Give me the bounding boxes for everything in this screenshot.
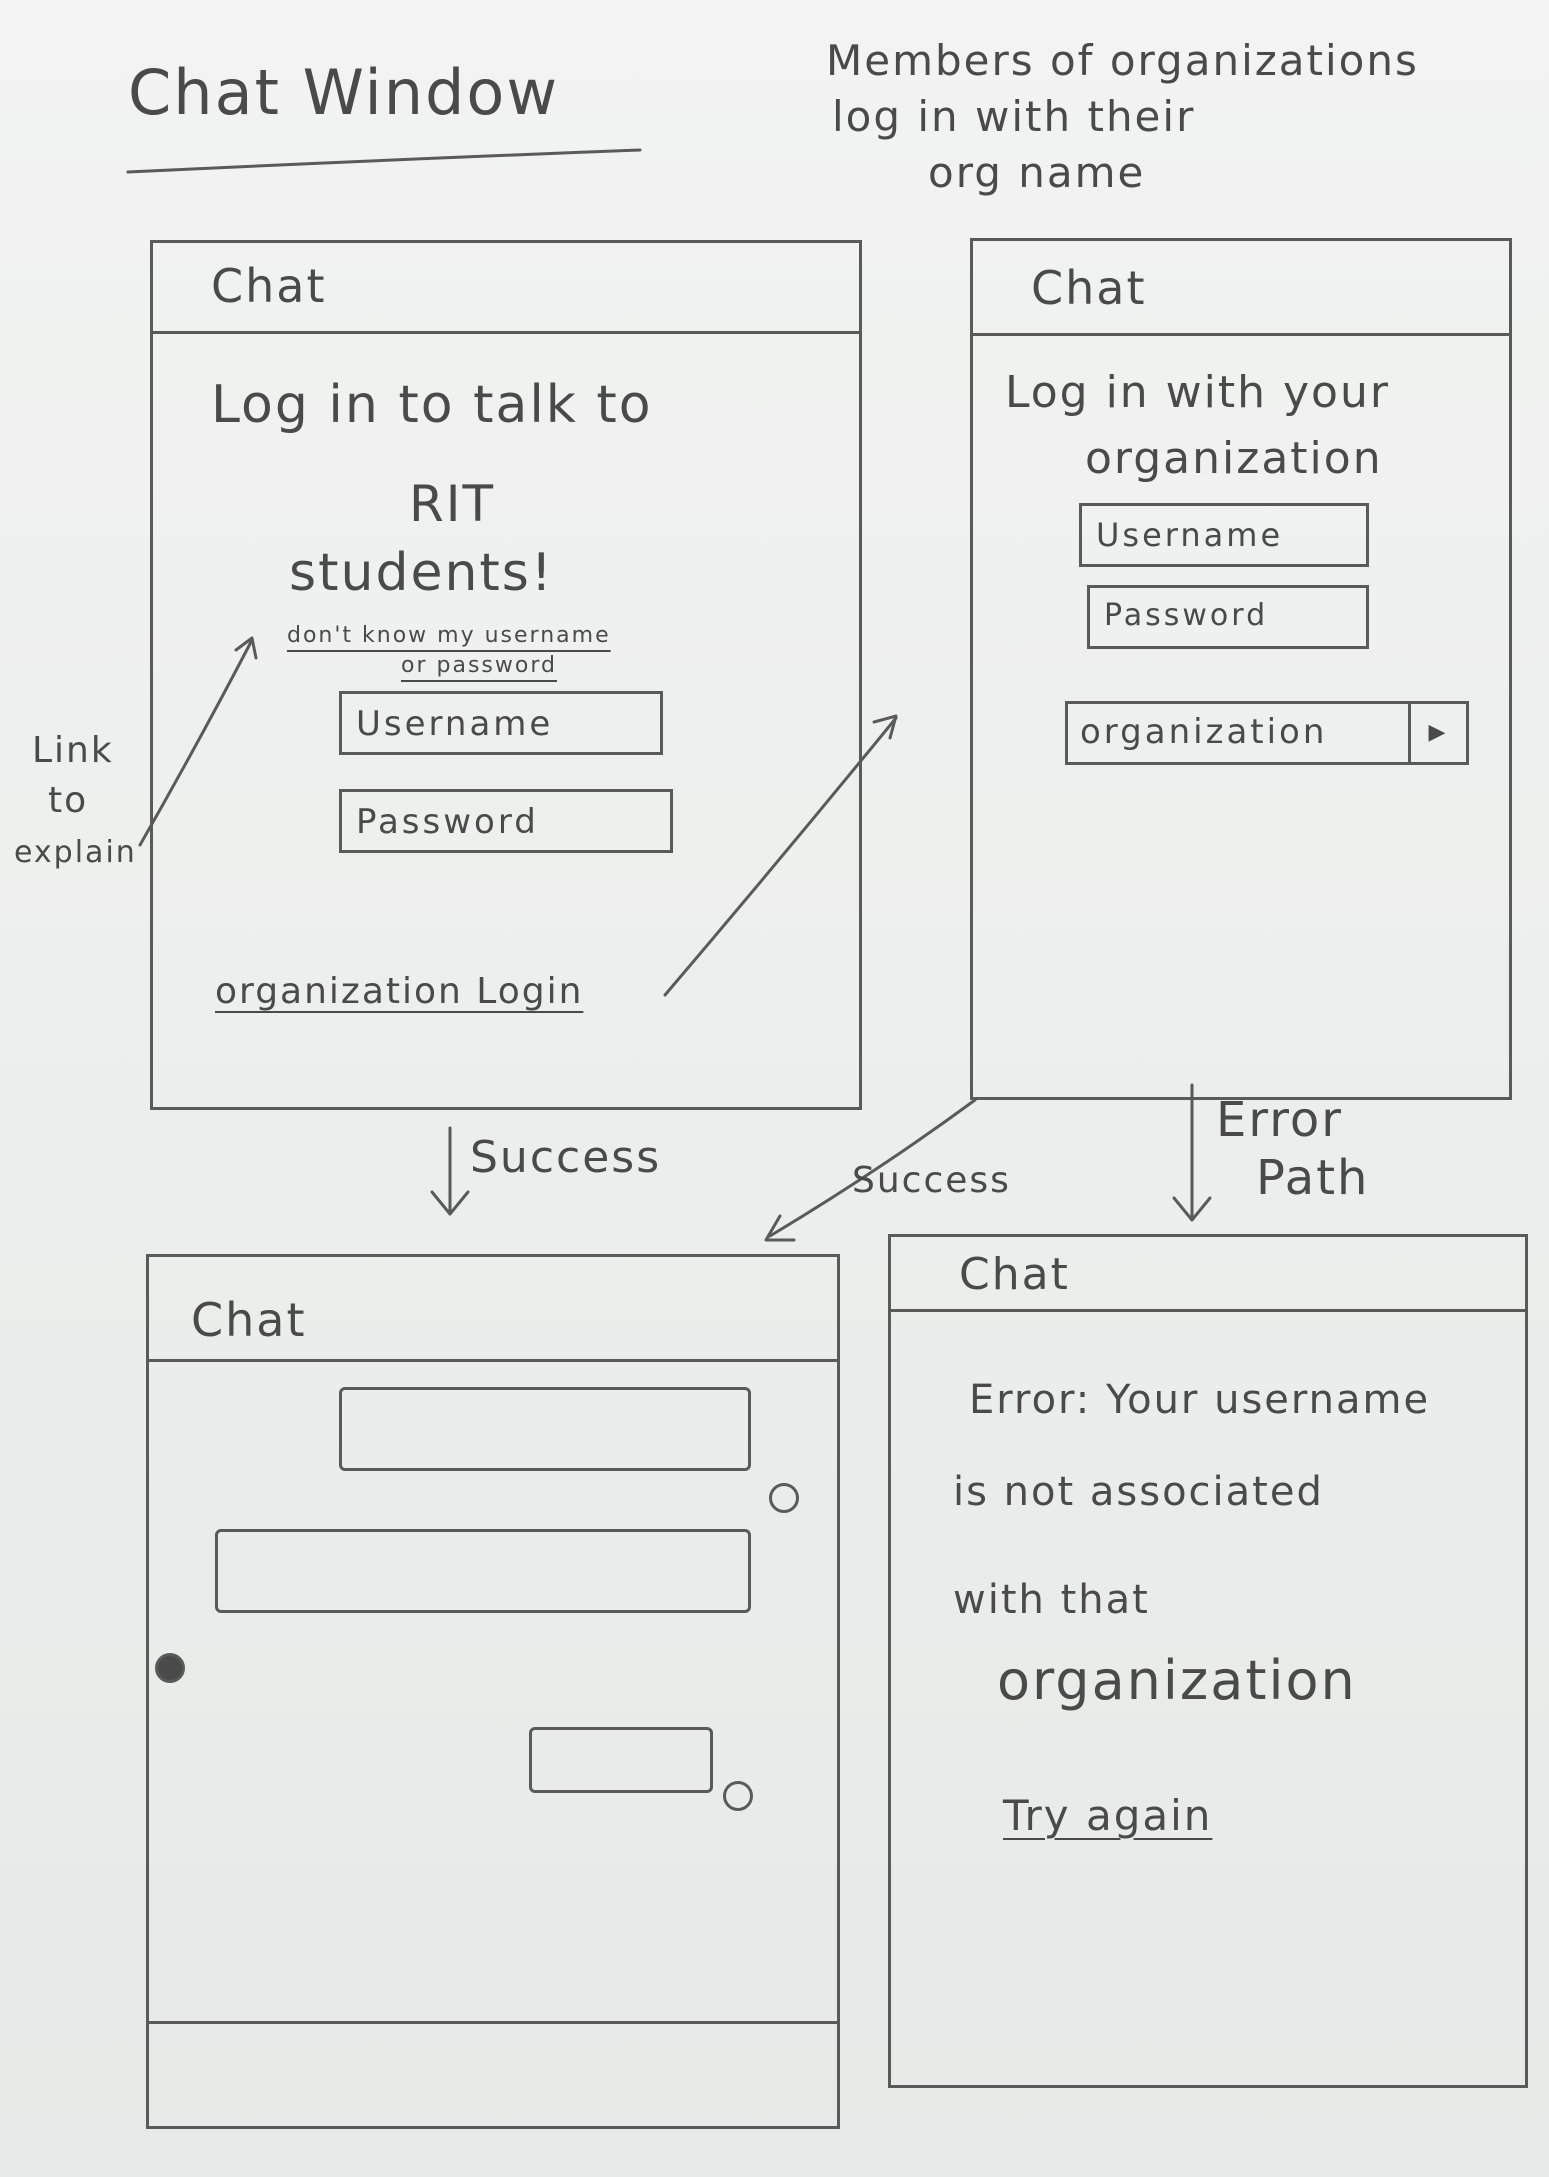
side-note-line3: explain — [14, 835, 137, 870]
outgoing-message-bubble — [339, 1387, 751, 1471]
error-message-line3: with that — [953, 1577, 1150, 1623]
explain-arrow — [138, 638, 254, 847]
panel-org-login: Chat Log in with your organization Usern… — [970, 238, 1512, 1100]
org-heading-line2: organization — [1085, 433, 1383, 484]
success-label-2: Success — [852, 1160, 1011, 1201]
org-password-field[interactable]: Password — [1087, 585, 1369, 649]
page-title: Chat Window — [128, 56, 560, 129]
panel-chat-titlebar: Chat — [149, 1257, 837, 1362]
error-message-line1: Error: Your username — [969, 1377, 1431, 1423]
header-note-line3: org name — [928, 148, 1146, 197]
panel-login: Chat Log in to talk to RIT students! don… — [150, 240, 862, 1110]
error-message-line2: is not associated — [953, 1469, 1324, 1515]
error-message-line4: organization — [997, 1649, 1357, 1712]
success-label-1: Success — [470, 1132, 662, 1183]
own-avatar-icon — [769, 1483, 799, 1513]
try-again-link[interactable]: Try again — [1003, 1791, 1213, 1840]
error-arrowhead — [1172, 1196, 1212, 1222]
help-link-line1[interactable]: don't know my username — [287, 623, 611, 648]
help-link-line2[interactable]: or password — [401, 653, 557, 678]
org-login-arrow — [663, 716, 898, 997]
success-arrowhead-2 — [764, 1214, 796, 1242]
title-underline — [126, 148, 642, 174]
login-heading-line1: Log in to talk to — [211, 375, 653, 435]
outgoing-message-bubble-short — [529, 1727, 713, 1793]
header-note-line1: Members of organizations — [826, 36, 1419, 85]
error-path-label-line2: Path — [1256, 1150, 1370, 1206]
organization-select[interactable]: organization ▶ — [1065, 701, 1469, 765]
explain-arrowhead — [234, 636, 258, 660]
panel-error: Chat Error: Your username is not associa… — [888, 1234, 1528, 2088]
side-note-line2: to — [48, 780, 89, 821]
password-field[interactable]: Password — [339, 789, 673, 853]
username-field[interactable]: Username — [339, 691, 663, 755]
panel-chat: Chat — [146, 1254, 840, 2129]
org-heading-line1: Log in with your — [1005, 367, 1390, 418]
panel-error-titlebar: Chat — [891, 1237, 1525, 1312]
org-username-field[interactable]: Username — [1079, 503, 1369, 567]
panel-error-title: Chat — [959, 1249, 1070, 1300]
org-login-arrowhead — [872, 714, 898, 740]
other-avatar-icon — [155, 1653, 185, 1683]
dropdown-triangle-icon[interactable]: ▶ — [1408, 704, 1466, 762]
panel-chat-title: Chat — [191, 1293, 307, 1347]
side-note-line1: Link — [32, 730, 114, 771]
panel-login-titlebar: Chat — [153, 243, 859, 334]
success-arrow-2 — [768, 1098, 977, 1238]
message-input-bar[interactable] — [149, 2021, 837, 2126]
panel-org-titlebar: Chat — [973, 241, 1509, 336]
header-note-line2: log in with their — [832, 92, 1196, 141]
panel-org-title: Chat — [1031, 261, 1147, 315]
incoming-message-bubble — [215, 1529, 751, 1613]
own-avatar-icon-2 — [723, 1781, 753, 1811]
login-heading-line2: RIT — [409, 475, 496, 533]
organization-select-value: organization — [1080, 712, 1328, 752]
success-arrowhead-1 — [430, 1190, 470, 1216]
error-path-label-line1: Error — [1216, 1092, 1343, 1148]
organization-login-link[interactable]: organization Login — [215, 971, 584, 1012]
login-heading-line3: students! — [289, 543, 554, 603]
panel-login-title: Chat — [211, 259, 327, 313]
